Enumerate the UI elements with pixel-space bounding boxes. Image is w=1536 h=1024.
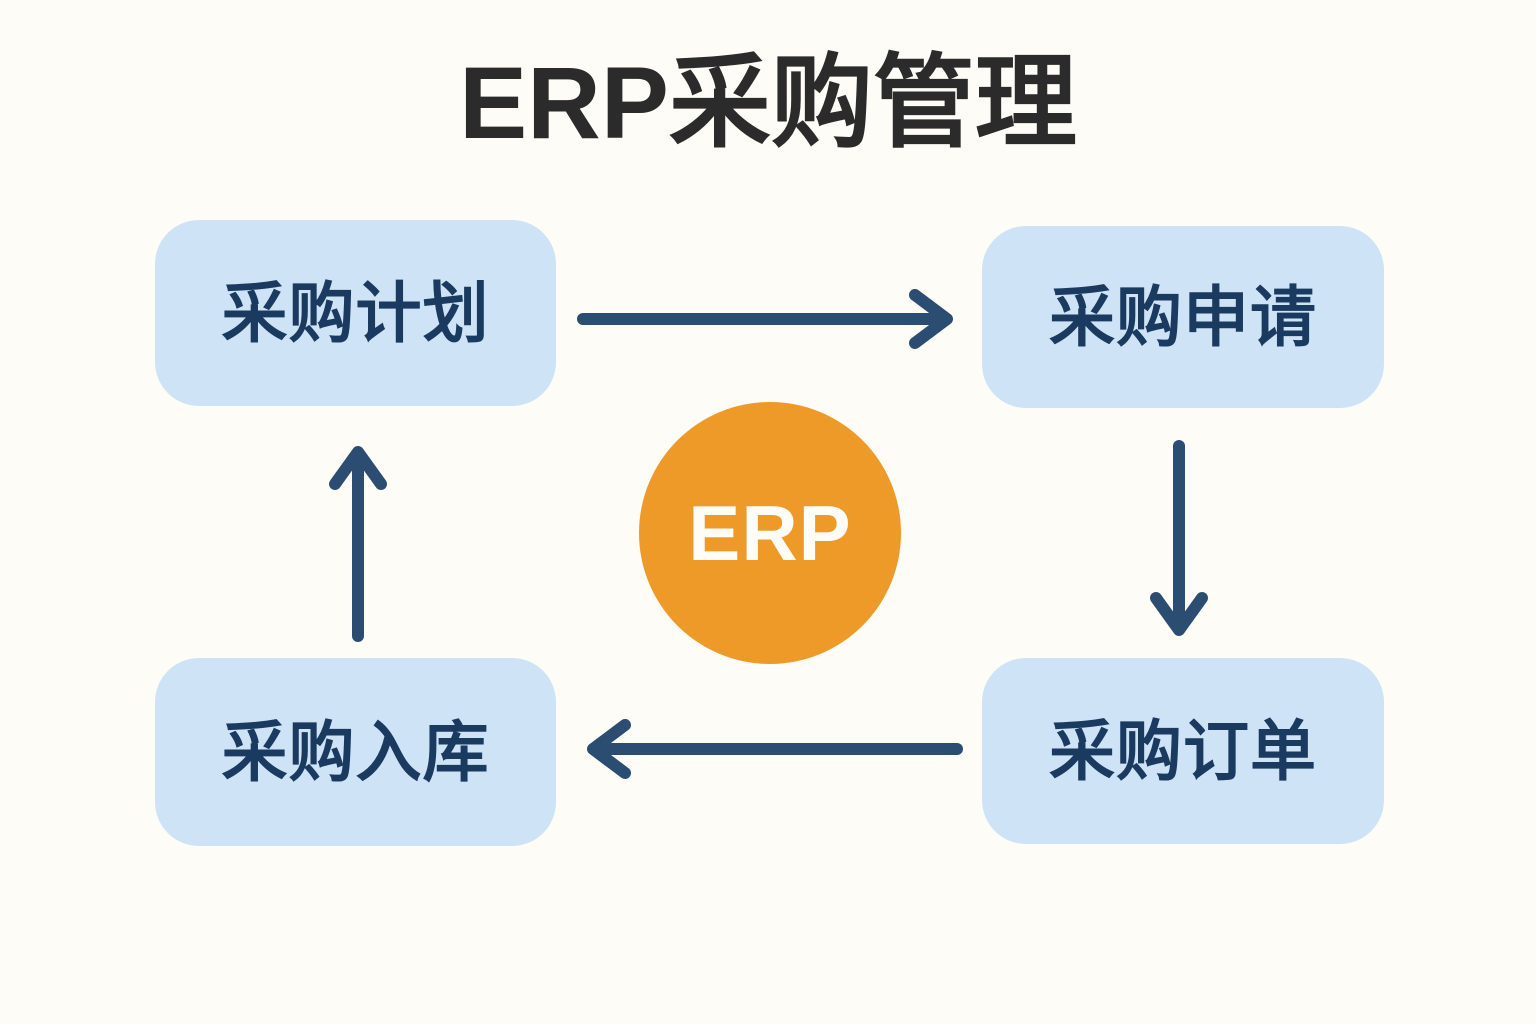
page-title: ERP采购管理 bbox=[459, 46, 1077, 160]
stage-label-order: 采购订单 bbox=[1049, 714, 1317, 788]
stage-box-receipt[interactable]: 采购入库 bbox=[155, 658, 556, 846]
stage-box-order[interactable]: 采购订单 bbox=[982, 658, 1384, 844]
arrow-left-icon-order-to-receipt bbox=[575, 719, 965, 780]
stage-label-receipt: 采购入库 bbox=[221, 715, 490, 789]
erp-center-label: ERP bbox=[688, 489, 852, 577]
stage-box-plan[interactable]: 采购计划 bbox=[155, 220, 556, 406]
erp-center-circle: ERP bbox=[639, 402, 901, 664]
arrow-down-icon-request-to-order bbox=[1148, 438, 1210, 644]
arrow-up-icon-receipt-to-plan bbox=[327, 438, 389, 644]
arrow-right-icon-plan-to-request bbox=[575, 289, 965, 350]
stage-box-request[interactable]: 采购申请 bbox=[982, 226, 1384, 408]
stage-label-plan: 采购计划 bbox=[221, 276, 490, 350]
stage-label-request: 采购申请 bbox=[1049, 280, 1317, 354]
